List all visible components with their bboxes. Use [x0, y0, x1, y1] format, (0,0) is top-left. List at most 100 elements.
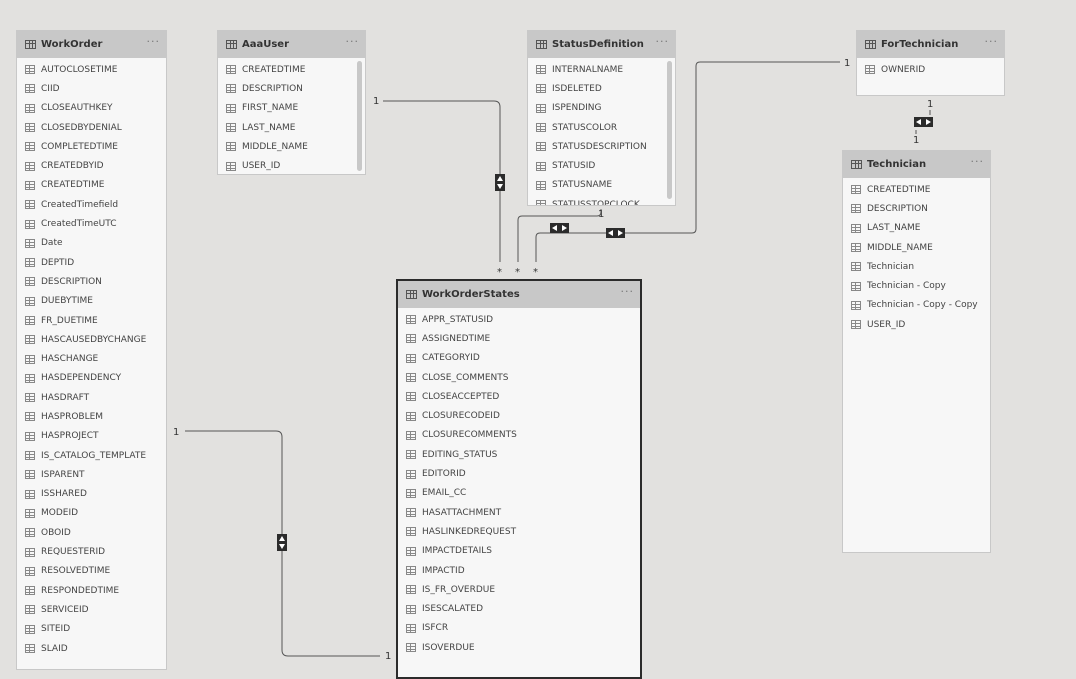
scrollbar[interactable] — [357, 61, 362, 171]
field-row[interactable]: REQUESTERID — [17, 542, 166, 561]
field-row[interactable]: COMPLETEDTIME — [17, 137, 166, 156]
field-name: CLOSURECODEID — [422, 411, 500, 422]
field-row[interactable]: DESCRIPTION — [218, 79, 365, 98]
field-row[interactable]: EDITING_STATUS — [398, 445, 640, 464]
table-header[interactable]: StatusDefinition ··· — [528, 31, 675, 58]
field-row[interactable]: EDITORID — [398, 464, 640, 483]
field-row[interactable]: HASATTACHMENT — [398, 503, 640, 522]
table-header[interactable]: Technician ··· — [843, 151, 990, 178]
field-row[interactable]: AUTOCLOSETIME — [17, 60, 166, 79]
field-row[interactable]: ISSHARED — [17, 485, 166, 504]
field-row[interactable]: SITEID — [17, 620, 166, 639]
field-row[interactable]: IS_CATALOG_TEMPLATE — [17, 446, 166, 465]
table-header[interactable]: WorkOrderStates ··· — [398, 281, 640, 308]
field-row[interactable]: Technician — [843, 257, 990, 276]
field-row[interactable]: SERVICEID — [17, 600, 166, 619]
field-row[interactable]: CLOSE_COMMENTS — [398, 368, 640, 387]
field-row[interactable]: CreatedTimeUTC — [17, 214, 166, 233]
more-options-icon[interactable]: ··· — [345, 35, 359, 48]
field-row[interactable]: CreatedTimefield — [17, 195, 166, 214]
more-options-icon[interactable]: ··· — [620, 285, 634, 298]
table-header[interactable]: AaaUser ··· — [218, 31, 365, 58]
more-options-icon[interactable]: ··· — [970, 155, 984, 168]
field-row[interactable]: CREATEDBYID — [17, 156, 166, 175]
field-row[interactable]: HASDRAFT — [17, 388, 166, 407]
field-row[interactable]: USER_ID — [218, 156, 365, 174]
field-row[interactable]: HASLINKEDREQUEST — [398, 522, 640, 541]
field-row[interactable]: HASCHANGE — [17, 349, 166, 368]
field-row[interactable]: USER_ID — [843, 315, 990, 334]
field-row[interactable]: EMAIL_CC — [398, 484, 640, 503]
field-row[interactable]: LAST_NAME — [843, 219, 990, 238]
field-row[interactable]: Date — [17, 234, 166, 253]
field-row[interactable]: ASSIGNEDTIME — [398, 329, 640, 348]
field-row[interactable]: RESPONDEDTIME — [17, 581, 166, 600]
field-row[interactable]: CLOSURECODEID — [398, 406, 640, 425]
column-icon — [25, 354, 35, 364]
field-row[interactable]: CREATEDTIME — [218, 60, 365, 79]
field-row[interactable]: ISOVERDUE — [398, 638, 640, 657]
field-row[interactable]: CLOSURECOMMENTS — [398, 426, 640, 445]
field-row[interactable]: MODEID — [17, 504, 166, 523]
field-row[interactable]: Technician - Copy - Copy — [843, 296, 990, 315]
field-row[interactable]: ISPENDING — [528, 99, 675, 118]
field-row[interactable]: OBOID — [17, 523, 166, 542]
field-row[interactable]: HASDEPENDENCY — [17, 369, 166, 388]
field-row[interactable]: MIDDLE_NAME — [843, 238, 990, 257]
field-row[interactable]: CATEGORYID — [398, 349, 640, 368]
field-row[interactable]: CLOSEAUTHKEY — [17, 99, 166, 118]
field-row[interactable]: CLOSEDBYDENIAL — [17, 118, 166, 137]
scrollbar[interactable] — [667, 61, 672, 199]
field-row[interactable]: STATUSDESCRIPTION — [528, 137, 675, 156]
table-header[interactable]: ForTechnician ··· — [857, 31, 1004, 58]
field-row[interactable]: INTERNALNAME — [528, 60, 675, 79]
field-row[interactable]: DUEBYTIME — [17, 292, 166, 311]
field-row[interactable]: DEPTID — [17, 253, 166, 272]
field-row[interactable]: LAST_NAME — [218, 118, 365, 137]
cardinality-one-statusdefinition: 1 — [598, 209, 604, 220]
field-row[interactable]: CLOSEACCEPTED — [398, 387, 640, 406]
field-row[interactable]: Technician - Copy — [843, 276, 990, 295]
field-row[interactable]: STATUSSTOPCLOCK — [528, 195, 675, 205]
field-row[interactable]: APPR_STATUSID — [398, 310, 640, 329]
table-fortechnician[interactable]: ForTechnician ··· OWNERID — [856, 30, 1005, 96]
column-icon — [25, 470, 35, 480]
more-options-icon[interactable]: ··· — [984, 35, 998, 48]
field-row[interactable]: DESCRIPTION — [843, 199, 990, 218]
field-row[interactable]: CIID — [17, 79, 166, 98]
field-name: LAST_NAME — [867, 223, 921, 234]
field-row[interactable]: FIRST_NAME — [218, 99, 365, 118]
field-row[interactable]: SLAID — [17, 639, 166, 658]
field-row[interactable]: ISDELETED — [528, 79, 675, 98]
field-row[interactable]: RESOLVEDTIME — [17, 562, 166, 581]
field-row[interactable]: STATUSID — [528, 156, 675, 175]
field-row[interactable]: ISESCALATED — [398, 599, 640, 618]
field-row[interactable]: HASPROBLEM — [17, 407, 166, 426]
field-row[interactable]: STATUSNAME — [528, 176, 675, 195]
field-row[interactable]: ISPARENT — [17, 465, 166, 484]
field-row[interactable]: ISFCR — [398, 619, 640, 638]
more-options-icon[interactable]: ··· — [655, 35, 669, 48]
field-row[interactable]: CREATEDTIME — [843, 180, 990, 199]
column-icon — [25, 431, 35, 441]
field-row[interactable]: FR_DUETIME — [17, 311, 166, 330]
field-row[interactable]: IMPACTID — [398, 561, 640, 580]
field-row[interactable]: IS_FR_OVERDUE — [398, 580, 640, 599]
field-row[interactable]: HASPROJECT — [17, 427, 166, 446]
field-row[interactable]: IMPACTDETAILS — [398, 542, 640, 561]
field-row[interactable]: CREATEDTIME — [17, 176, 166, 195]
field-row[interactable]: HASCAUSEDBYCHANGE — [17, 330, 166, 349]
table-header[interactable]: WorkOrder ··· — [17, 31, 166, 58]
more-options-icon[interactable]: ··· — [146, 35, 160, 48]
field-name: Technician - Copy — [867, 281, 946, 292]
field-row[interactable]: STATUSCOLOR — [528, 118, 675, 137]
field-row[interactable]: OWNERID — [857, 60, 1004, 79]
field-row[interactable]: MIDDLE_NAME — [218, 137, 365, 156]
field-row[interactable]: DESCRIPTION — [17, 272, 166, 291]
